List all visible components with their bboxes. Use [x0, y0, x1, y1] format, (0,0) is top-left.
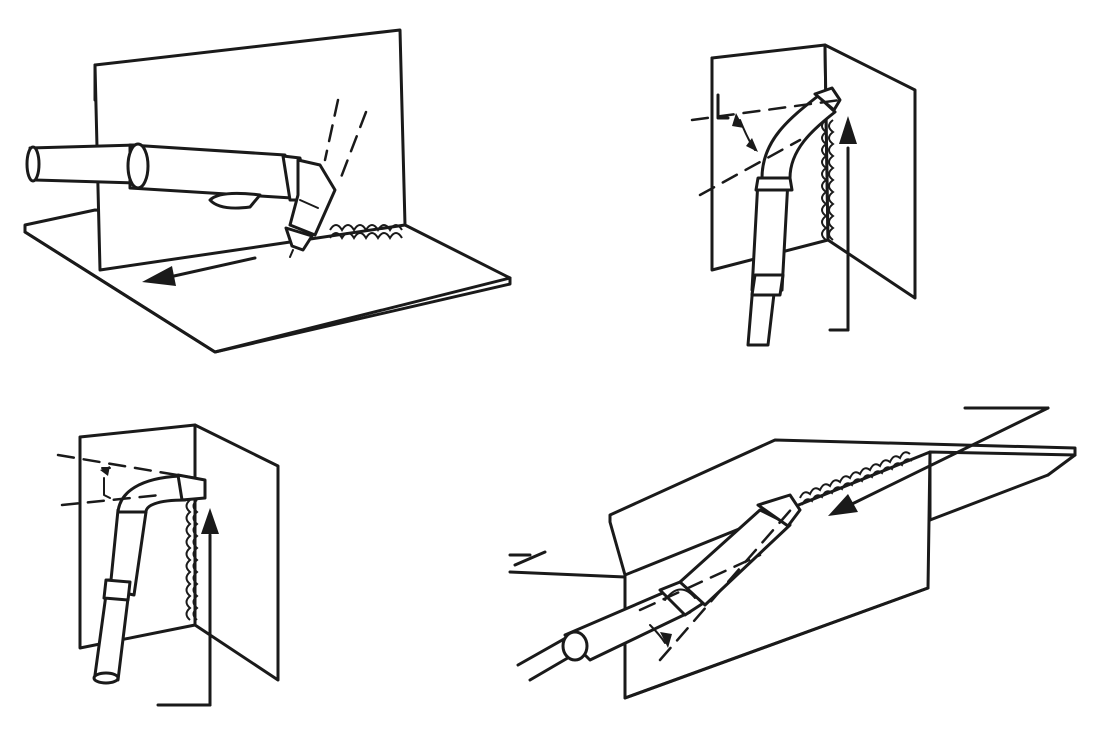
torch-angle-line — [338, 110, 368, 182]
torch-angle-line — [638, 553, 762, 612]
weld-bead — [799, 451, 913, 506]
right-panel — [823, 43, 917, 300]
welding-torch — [92, 473, 207, 685]
right-panel — [193, 423, 280, 682]
torch-angle-line — [323, 98, 340, 162]
travel-direction-arrow — [828, 406, 1050, 516]
panel-overhead-fillet — [508, 406, 1077, 700]
weld-bead-vertical — [821, 119, 835, 241]
welding-torch — [25, 142, 337, 258]
torch-angle-line — [698, 138, 802, 197]
torch-angle-line — [658, 503, 797, 662]
weld-bead — [329, 224, 403, 240]
welding-torch — [516, 493, 802, 682]
torch-angle-line — [56, 453, 197, 480]
welding-torch — [746, 86, 842, 347]
panel-vertical-up-corner — [56, 423, 280, 707]
panel-horizontal-fillet — [23, 28, 512, 354]
travel-direction-arrow — [142, 256, 257, 286]
torch-angle-line — [60, 493, 162, 507]
travel-direction-arrow-up — [828, 116, 857, 332]
weld-bead-vertical — [185, 499, 199, 621]
travel-direction-arrow-up — [156, 508, 219, 707]
panel-vertical-up-angled — [690, 43, 917, 347]
